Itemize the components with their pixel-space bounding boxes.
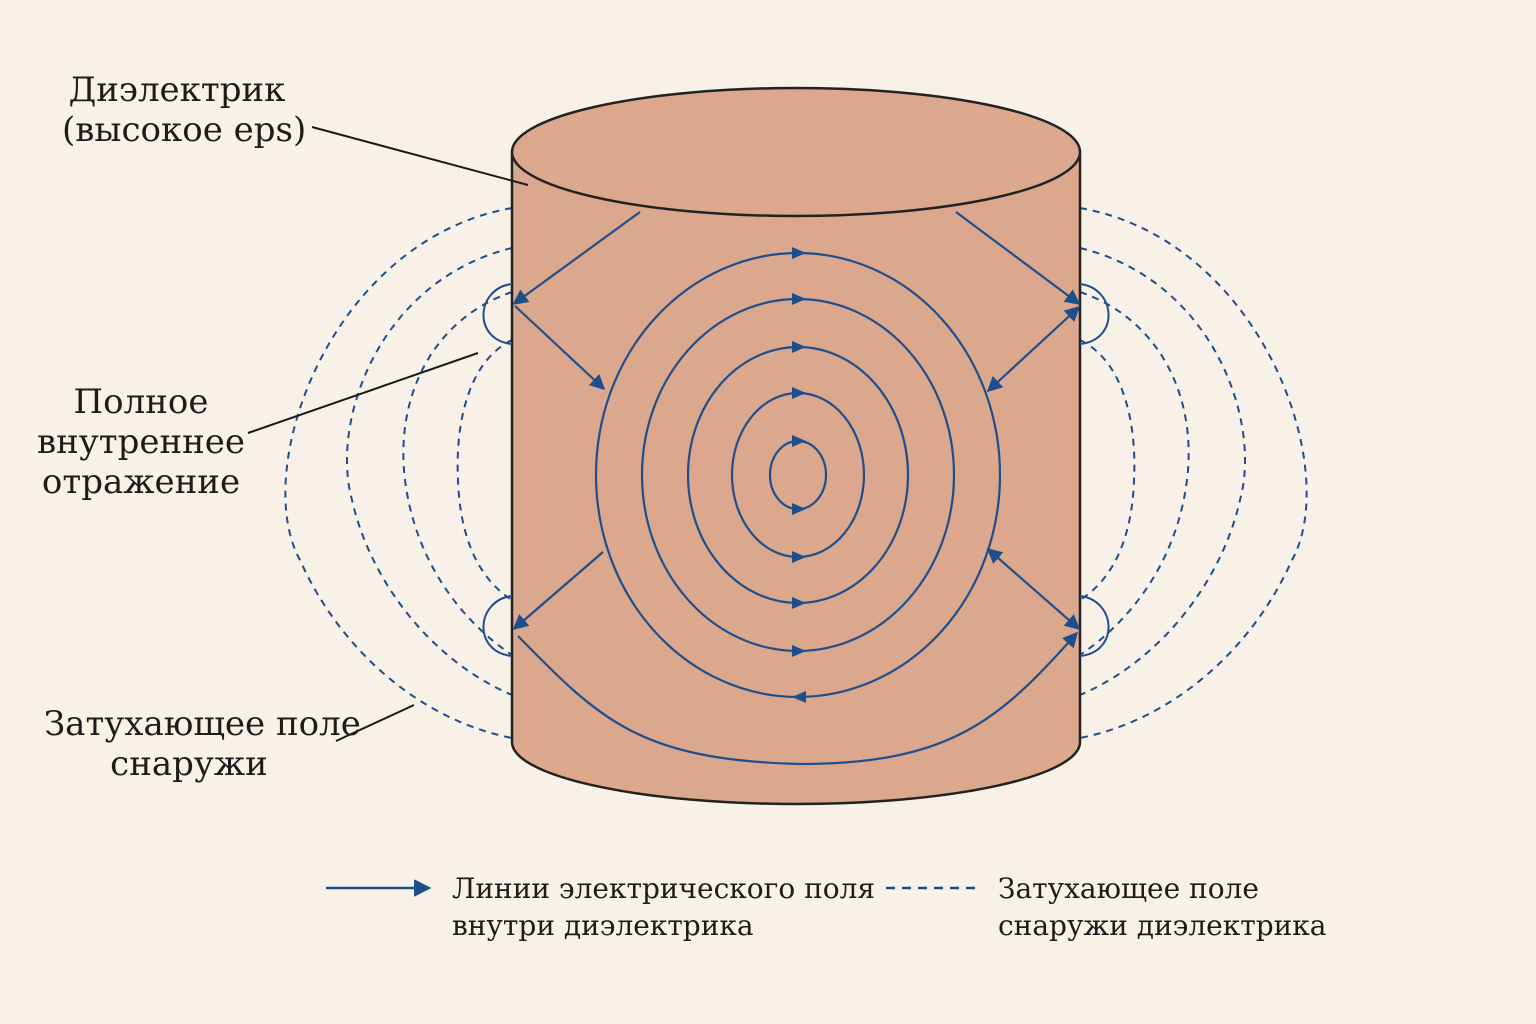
legend-dashed-label: Затухающее поле снаружи диэлектрика	[998, 870, 1326, 944]
loop-arrow	[792, 387, 806, 399]
label-tir-line2: внутреннее	[36, 422, 246, 462]
evanescent-line-right-1	[1079, 207, 1308, 739]
ray-top-left	[512, 211, 641, 305]
label-evanescent-field: Затухающее поле снаружи	[44, 704, 361, 784]
edge-loop-left-bottom	[482, 595, 513, 657]
loop-arrow	[792, 293, 806, 305]
loop-arrow	[792, 691, 806, 703]
evanescent-line-left-4	[456, 339, 513, 601]
legend-solid-label: Линии электрического поля внутри диэлект…	[452, 870, 875, 944]
evanescent-line-right-3	[1079, 291, 1190, 656]
loop-arrow	[792, 551, 806, 563]
evanescent-line-left-2	[345, 247, 513, 696]
ray-left-upper	[514, 305, 606, 391]
ray-bottom	[517, 631, 1079, 766]
ray-left-lower	[512, 551, 604, 631]
legend-solid-line1: Линии электрического поля	[452, 872, 876, 905]
legend-dashed-line2: снаружи диэлектрика	[998, 909, 1327, 942]
evanescent-line-right-4	[1079, 339, 1136, 601]
loop-arrow	[792, 247, 806, 259]
reflection-rays	[512, 211, 1081, 766]
legend-solid-line2: внутри диэлектрика	[452, 909, 754, 942]
edge-loops	[482, 283, 1110, 657]
label-tir-line1: Полное	[73, 382, 209, 422]
evanescent-line-left-1	[284, 207, 513, 739]
evanescent-field-lines	[284, 207, 1308, 739]
edge-loop-right-top	[1079, 283, 1110, 345]
ray-right-lower	[986, 547, 1081, 631]
leader-evanescent	[335, 704, 415, 742]
leader-dielectric	[311, 126, 529, 186]
legend-dashed-line1: Затухающее поле	[998, 872, 1259, 905]
ray-right-upper	[986, 305, 1081, 393]
leader-tir	[247, 352, 479, 434]
label-dielectric: Диэлектрик (высокое eps)	[62, 70, 307, 150]
leader-lines	[247, 126, 529, 742]
edge-loop-left-top	[482, 283, 513, 345]
loop-arrows	[792, 247, 806, 703]
label-dielectric-line2: (высокое eps)	[62, 110, 307, 150]
label-dielectric-line1: Диэлектрик	[68, 70, 286, 110]
loop-arrow	[792, 597, 806, 609]
ray-top-right	[955, 211, 1081, 305]
label-tir-line3: отражение	[41, 462, 241, 502]
loop-arrow	[792, 341, 806, 353]
evanescent-line-left-3	[402, 291, 513, 656]
loop-arrow	[792, 645, 806, 657]
loop-arrow	[792, 435, 806, 447]
cylinder-top-cap	[510, 86, 1082, 218]
label-evanescent-line1: Затухающее поле	[44, 704, 361, 744]
edge-loop-right-bottom	[1079, 595, 1110, 657]
label-evanescent-line2: снаружи	[110, 744, 268, 784]
label-total-internal-reflection: Полное внутреннее отражение	[36, 382, 246, 502]
evanescent-line-right-2	[1079, 247, 1247, 696]
loop-arrow	[792, 503, 806, 515]
